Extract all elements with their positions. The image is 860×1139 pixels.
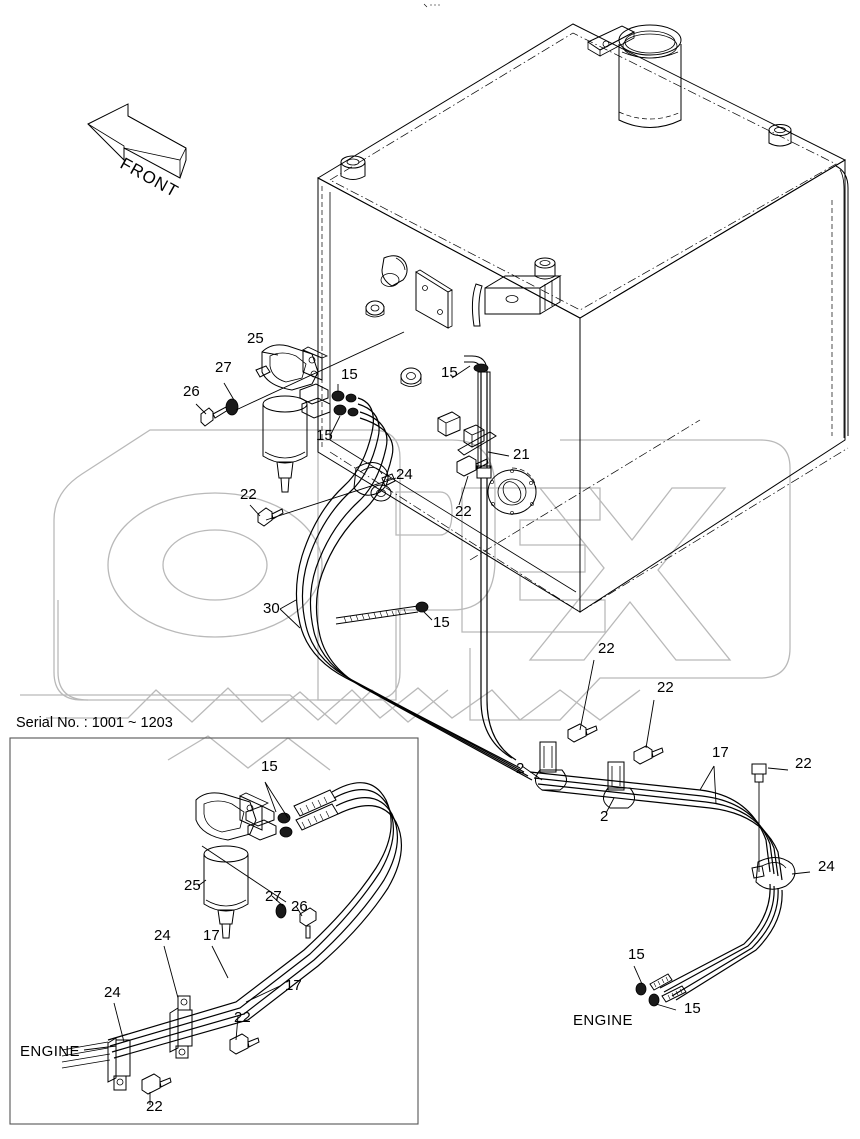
tank-boss-right — [768, 124, 792, 147]
front-arrow-icon — [87, 103, 187, 179]
hose-clamp-24-main — [353, 462, 396, 496]
tank-boss-left — [340, 155, 366, 180]
vertical-fuel-hose — [464, 355, 517, 761]
tank-elbow-fitting — [380, 255, 408, 287]
callout-15-b: 15 — [316, 427, 333, 444]
fuel-filter-assembly-main — [255, 344, 359, 493]
callout-2-a: 2 — [516, 760, 524, 777]
inset-callout-25: 25 — [184, 877, 201, 894]
inset-callout-27: 27 — [265, 888, 282, 905]
tank-boss-lower-b — [370, 484, 392, 502]
callout-25: 25 — [247, 330, 264, 347]
tank-round-flange — [487, 467, 537, 515]
callout-21: 21 — [513, 446, 530, 463]
callout-22-d: 22 — [657, 679, 674, 696]
serial-number-note: Serial No. : 1001 ~ 1203 — [16, 715, 173, 731]
callout-15-a: 15 — [341, 366, 358, 383]
inset-callout-24-b: 24 — [104, 984, 121, 1001]
engine-label-inset: ENGINE — [20, 1043, 80, 1060]
callout-15-f: 15 — [684, 1000, 701, 1017]
inset-callout-24-a: 24 — [154, 927, 171, 944]
inset-callout-17-b: 17 — [285, 977, 302, 994]
inset-clamp-24-lower — [107, 1037, 131, 1091]
inset-detail-box — [9, 737, 419, 1125]
callout-17-a: 17 — [712, 744, 729, 761]
callout-15-c: 15 — [441, 364, 458, 381]
callout-labels-main: 25 27 26 15 15 15 21 22 24 22 30 15 22 2… — [183, 330, 835, 1017]
inset-clamp-24-upper — [169, 995, 193, 1059]
callout-27: 27 — [215, 359, 232, 376]
callout-leaders-main — [195, 331, 811, 1011]
fuel-tank — [316, 23, 849, 613]
bolt-22-tankface — [456, 455, 489, 477]
callout-22-b: 22 — [240, 486, 257, 503]
callout-24-a: 24 — [396, 466, 413, 483]
engine-tube-ends — [635, 973, 687, 1007]
tank-bracket-right — [471, 275, 562, 327]
front-arrow-label: FRONT — [117, 154, 182, 201]
inset-content: 15 25 27 26 24 17 17 24 22 22 ENGINE — [20, 758, 402, 1115]
washer-27-main — [225, 398, 239, 416]
callout-22-c: 22 — [598, 640, 615, 657]
tank-side-boss — [365, 300, 385, 318]
fuel-hoses-main — [295, 397, 533, 781]
tank-small-fitting-a — [437, 411, 461, 437]
inset-callout-17-a: 17 — [203, 927, 220, 944]
callout-30: 30 — [263, 600, 280, 617]
callout-22-a: 22 — [455, 503, 472, 520]
top-artifact — [423, 3, 440, 8]
clamp-2-second — [603, 745, 664, 809]
inset-callout-22-b: 22 — [146, 1098, 163, 1115]
inset-callout-26: 26 — [291, 898, 308, 915]
callout-15-e: 15 — [628, 946, 645, 963]
tube-run-17 — [529, 723, 796, 1007]
bolt-26-main — [200, 406, 229, 427]
callout-24-b: 24 — [818, 858, 835, 875]
watermark-opex — [20, 429, 791, 771]
tank-filler-neck — [586, 24, 682, 128]
inset-callout-15: 15 — [261, 758, 278, 775]
bolt-22-filter — [257, 507, 284, 527]
engine-label-main: ENGINE — [573, 1012, 633, 1029]
tank-boss-lower-a — [400, 367, 422, 387]
callout-2-b: 2 — [600, 808, 608, 825]
inset-callout-22-a: 22 — [234, 1009, 251, 1026]
callout-26: 26 — [183, 383, 200, 400]
tank-mount-plate — [415, 269, 453, 329]
clamp-2-first — [535, 723, 598, 791]
callout-22-e: 22 — [795, 755, 812, 772]
bolt-22-clamp24 — [751, 763, 767, 872]
callout-15-d: 15 — [433, 614, 450, 631]
